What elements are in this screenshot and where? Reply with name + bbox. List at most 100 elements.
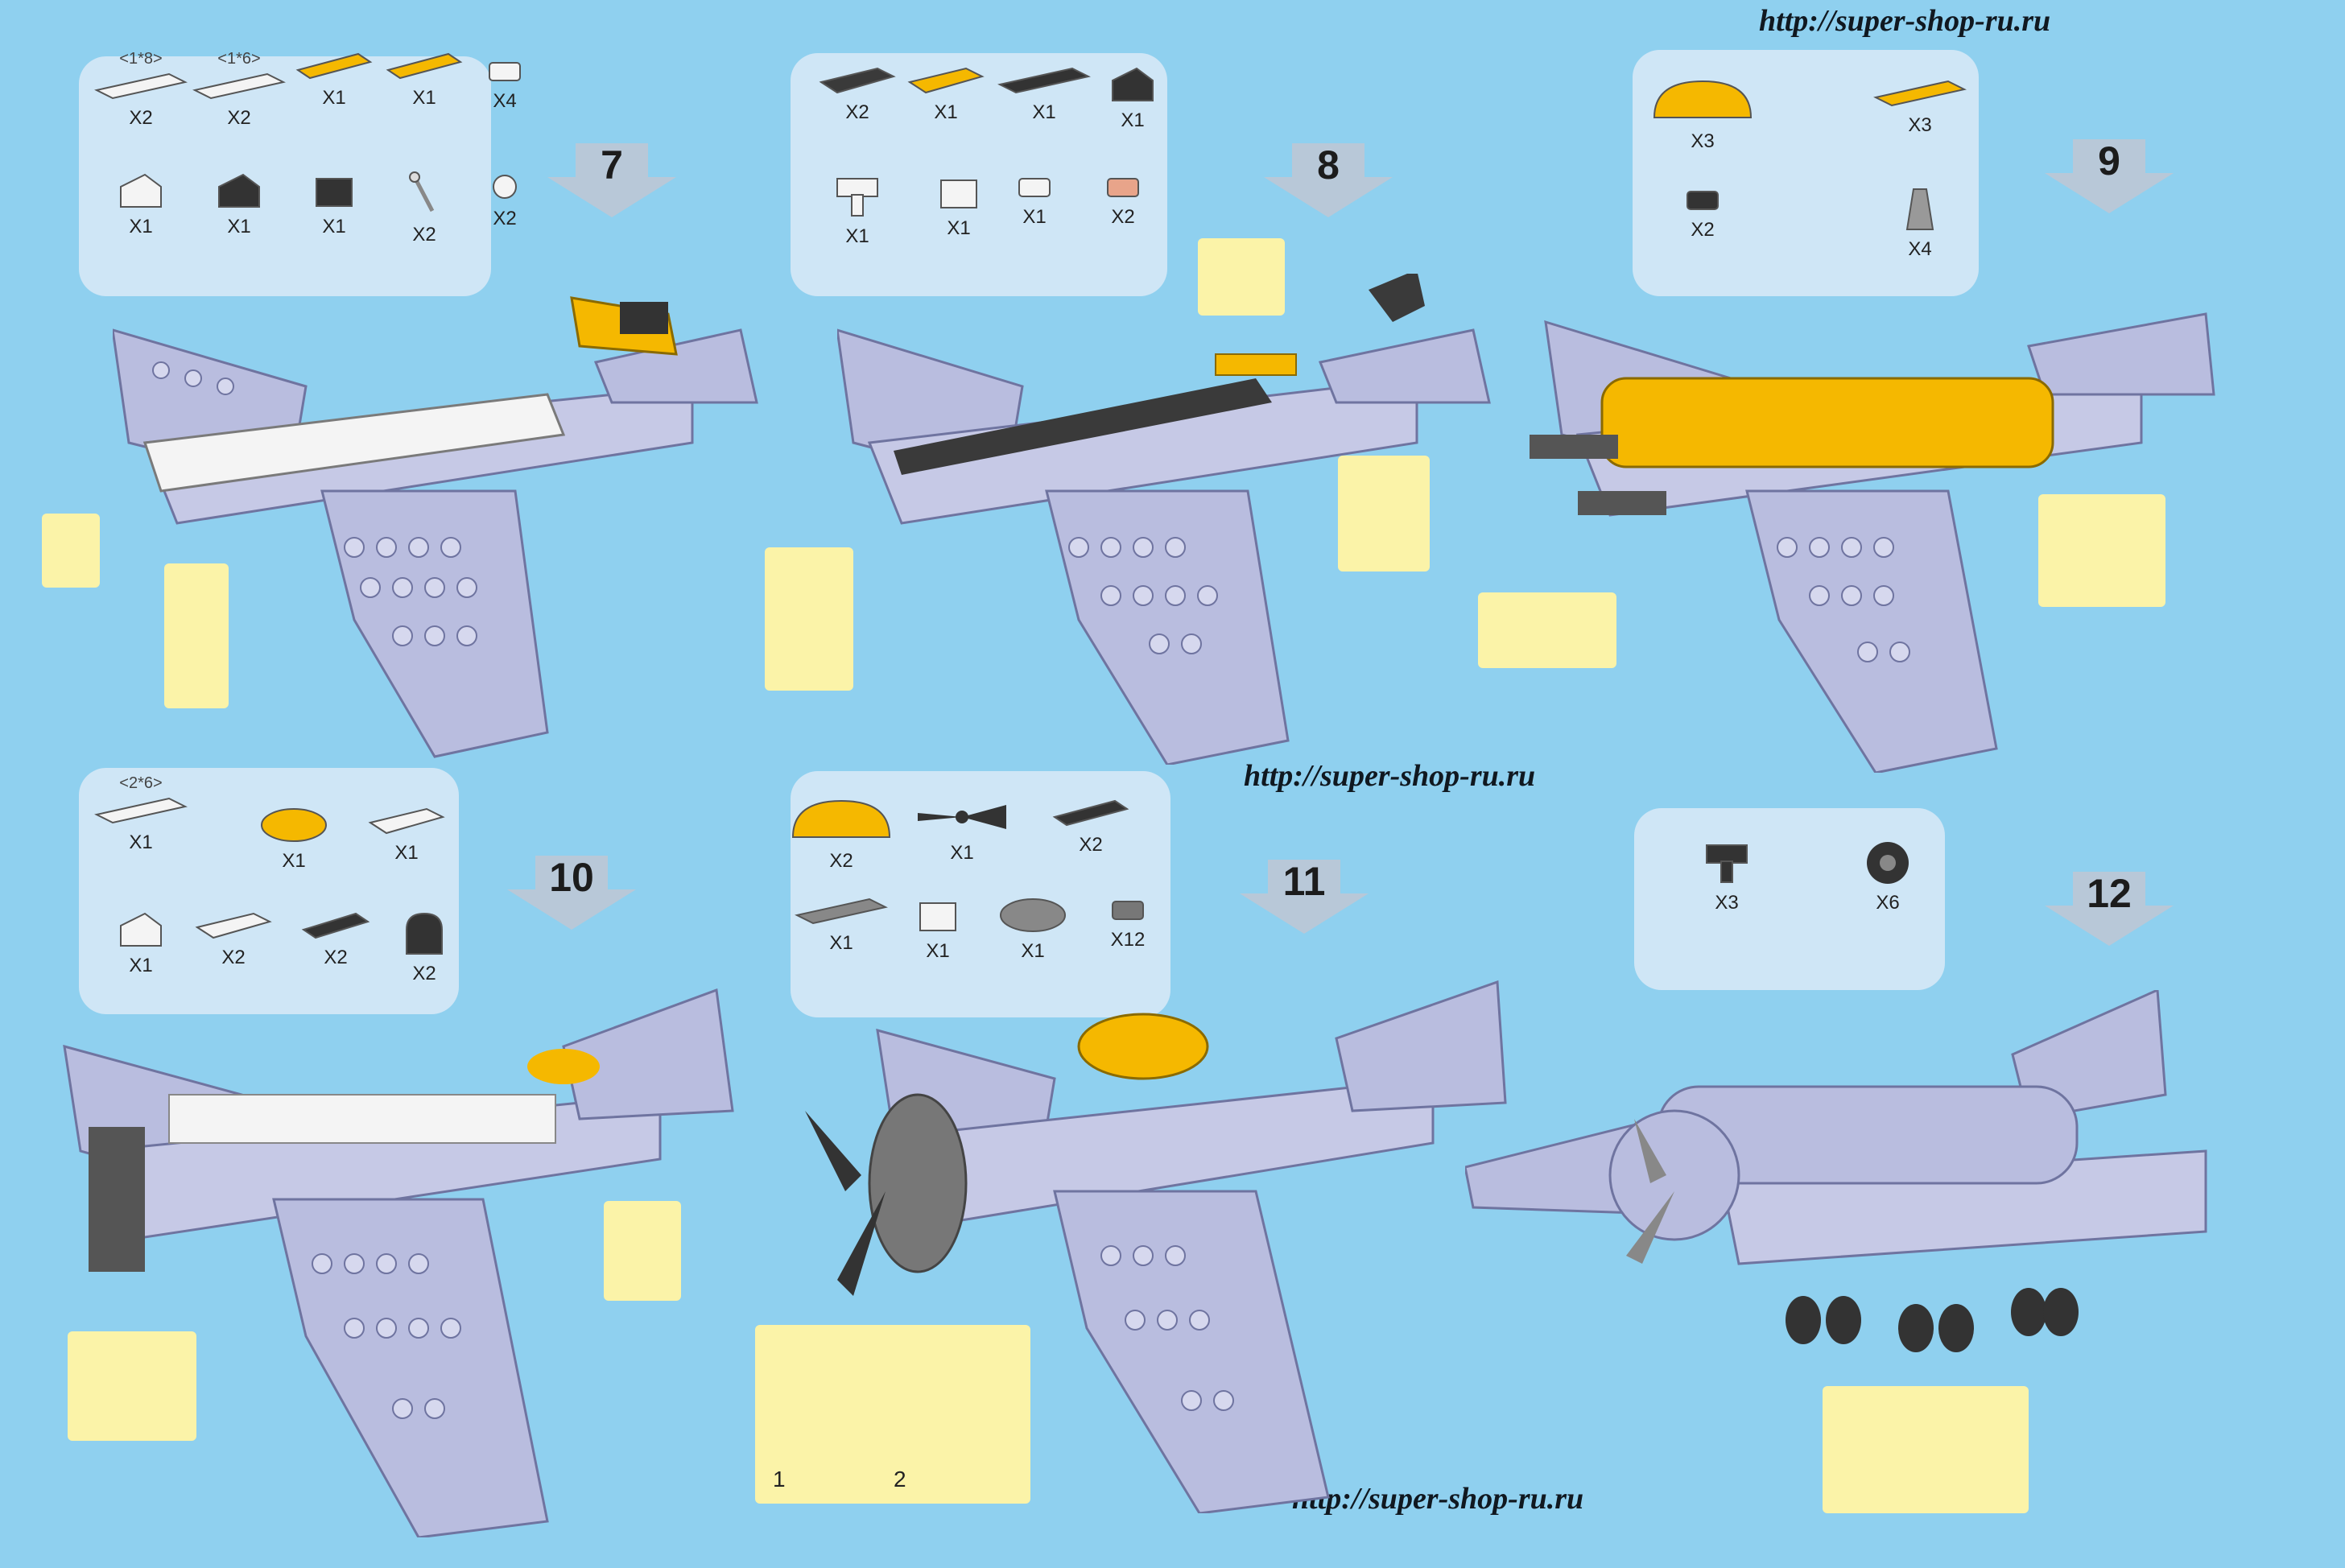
- grille-brick-icon: [283, 910, 388, 942]
- step-7-part: X2: [452, 171, 557, 230]
- step-8-arrow: 8: [1248, 137, 1409, 225]
- detail-callout-step-8-top: [1198, 238, 1285, 316]
- step-8-part: X1: [805, 172, 910, 248]
- step-8-part: X1: [906, 172, 1011, 240]
- small-brick-icon: [452, 56, 557, 85]
- tile-brick-icon: [354, 805, 459, 837]
- part-count: X1: [322, 87, 346, 109]
- step-12-number: 12: [2087, 871, 2132, 916]
- step-arrow-icon: [547, 143, 676, 217]
- step-11-part: X2: [789, 797, 894, 873]
- step-7-part: <1*6>X2: [187, 50, 291, 130]
- round-brick-icon: [981, 895, 1085, 935]
- slope-brick-icon: [89, 910, 193, 950]
- step-8-part: X1: [894, 64, 998, 124]
- step-8-part: X1: [1080, 64, 1185, 132]
- curve-brick-icon: [1650, 77, 1755, 126]
- detail-callout-step-7-left: [42, 514, 100, 588]
- part-count: X1: [1121, 109, 1145, 131]
- part-count: X1: [934, 101, 958, 123]
- part-count: X1: [129, 831, 153, 853]
- step-12-part: X6: [1835, 839, 1940, 914]
- part-count: X2: [1111, 206, 1135, 228]
- part-count: X2: [324, 947, 348, 968]
- part-count: X1: [950, 842, 974, 864]
- slope-brick-icon: [187, 171, 291, 211]
- plane-illustration-step-12: [1465, 990, 2207, 1352]
- round-brick-icon: [242, 805, 346, 845]
- plate-brick-icon: [89, 794, 193, 827]
- part-count: X1: [394, 842, 419, 864]
- step-8-number: 8: [1317, 142, 1340, 188]
- step-10-part: X2: [372, 910, 477, 985]
- part-count: X1: [322, 216, 346, 237]
- detail-callout-step-8-right: [1338, 456, 1430, 571]
- step-arrow-icon: [1240, 860, 1369, 934]
- step-7-number: 7: [601, 142, 623, 188]
- watermark-url-middle: http://super-shop-ru.ru: [1244, 759, 1536, 793]
- watermark-url-top: http://super-shop-ru.ru: [1759, 4, 2051, 38]
- plane-illustration-step-9: [1530, 312, 2215, 773]
- step-10-part: X1: [89, 910, 193, 977]
- watermark-url-bottom: http://super-shop-ru.ru: [1292, 1482, 1584, 1516]
- part-count: X1: [129, 955, 153, 976]
- part-count: X12: [1110, 929, 1146, 951]
- plate-brick-icon: [187, 70, 291, 102]
- part-count: X2: [227, 107, 251, 129]
- step-10-part: X1: [242, 805, 346, 873]
- step-9-part: X3: [1650, 77, 1755, 153]
- step-9-number: 9: [2098, 138, 2120, 184]
- small-brick-icon: [1650, 185, 1755, 214]
- step-8-part: X2: [1071, 172, 1175, 229]
- step-7-part: X4: [452, 56, 557, 113]
- step-arrow-icon: [1264, 143, 1393, 217]
- part-count: X3: [1691, 130, 1715, 152]
- clip-brick-icon: [452, 171, 557, 203]
- part-count: X2: [412, 224, 436, 246]
- wedge-brick-icon: [372, 50, 477, 82]
- step-8-part: X1: [982, 172, 1087, 229]
- part-count: X2: [412, 963, 436, 984]
- step-10-part: X1: [354, 805, 459, 864]
- bracket-brick-icon: [1674, 839, 1779, 887]
- step-11-number: 11: [1282, 859, 1326, 904]
- step-7-part: X1: [89, 171, 193, 238]
- step-10-part: X2: [283, 910, 388, 969]
- part-count: X2: [1691, 219, 1715, 241]
- part-count: X1: [926, 940, 950, 962]
- prop-brick-icon: [910, 797, 1014, 837]
- step-9-arrow: 9: [2029, 133, 2190, 221]
- step-7-part: X1: [187, 171, 291, 238]
- plane-illustration-step-7: [113, 296, 758, 758]
- step-arrow-icon: [2045, 872, 2174, 946]
- part-count: X1: [282, 850, 306, 872]
- part-count: X1: [412, 87, 436, 109]
- subassembly-label-2: 2: [894, 1467, 906, 1492]
- step-12-arrow: 12: [2029, 865, 2190, 954]
- part-count: X1: [1022, 206, 1047, 228]
- step-10-part: X2: [181, 910, 286, 969]
- detail-callout-step-11-propeller: 1 2: [755, 1325, 1030, 1504]
- step-10-arrow: 10: [491, 849, 652, 938]
- part-count: X3: [1715, 892, 1739, 914]
- step-8-part: X2: [805, 64, 910, 124]
- detail-callout-step-8-left: [765, 547, 853, 691]
- wedge-brick-icon: [1038, 797, 1143, 829]
- small-brick-icon: [1075, 895, 1180, 924]
- step-9-part: X4: [1868, 185, 1972, 261]
- part-count: X2: [221, 947, 246, 968]
- curve-brick-icon: [789, 797, 894, 845]
- wedge-brick-icon: [282, 50, 386, 82]
- part-count: X3: [1908, 114, 1932, 136]
- small-brick-icon: [1071, 172, 1175, 201]
- step-12-part: X3: [1674, 839, 1779, 914]
- brick-brick-icon: [906, 172, 1011, 213]
- step-7-part: X2: [372, 171, 477, 246]
- plate-brick-icon: [992, 64, 1096, 97]
- step-9-part: X3: [1868, 77, 1972, 137]
- detail-callout-step-10-right: [604, 1201, 681, 1301]
- plane-illustration-step-11: [805, 980, 1507, 1513]
- part-dimension: <1*8>: [119, 50, 163, 68]
- part-count: X1: [227, 216, 251, 237]
- step-7-arrow: 7: [531, 137, 692, 225]
